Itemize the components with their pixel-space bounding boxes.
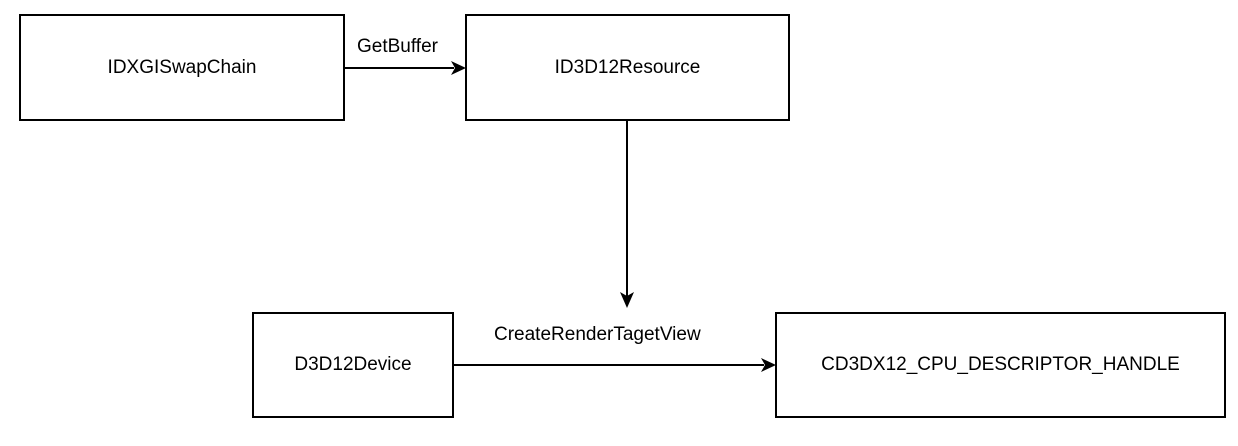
node-id3d12resource-label: ID3D12Resource — [554, 56, 701, 78]
node-cd3dx12-cpu-descriptor-handle: CD3DX12_CPU_DESCRIPTOR_HANDLE — [775, 312, 1226, 418]
edge-resource-down-arrowhead — [620, 292, 634, 308]
node-cd3dx12-cpu-descriptor-handle-label: CD3DX12_CPU_DESCRIPTOR_HANDLE — [821, 354, 1180, 375]
edge-getbuffer-arrowhead — [451, 61, 466, 75]
edge-label-getbuffer: GetBuffer — [357, 36, 438, 57]
edge-createrendertargetview-arrowhead — [761, 358, 776, 372]
edge-label-createrendertargetview: CreateRenderTagetView — [494, 324, 701, 345]
node-d3d12device-label: D3D12Device — [294, 354, 412, 375]
node-id3d12resource: ID3D12Resource — [465, 14, 790, 121]
node-idxgiswapchain: IDXGISwapChain — [19, 14, 345, 121]
node-d3d12device: D3D12Device — [252, 312, 454, 418]
node-idxgiswapchain-label: IDXGISwapChain — [107, 56, 257, 78]
